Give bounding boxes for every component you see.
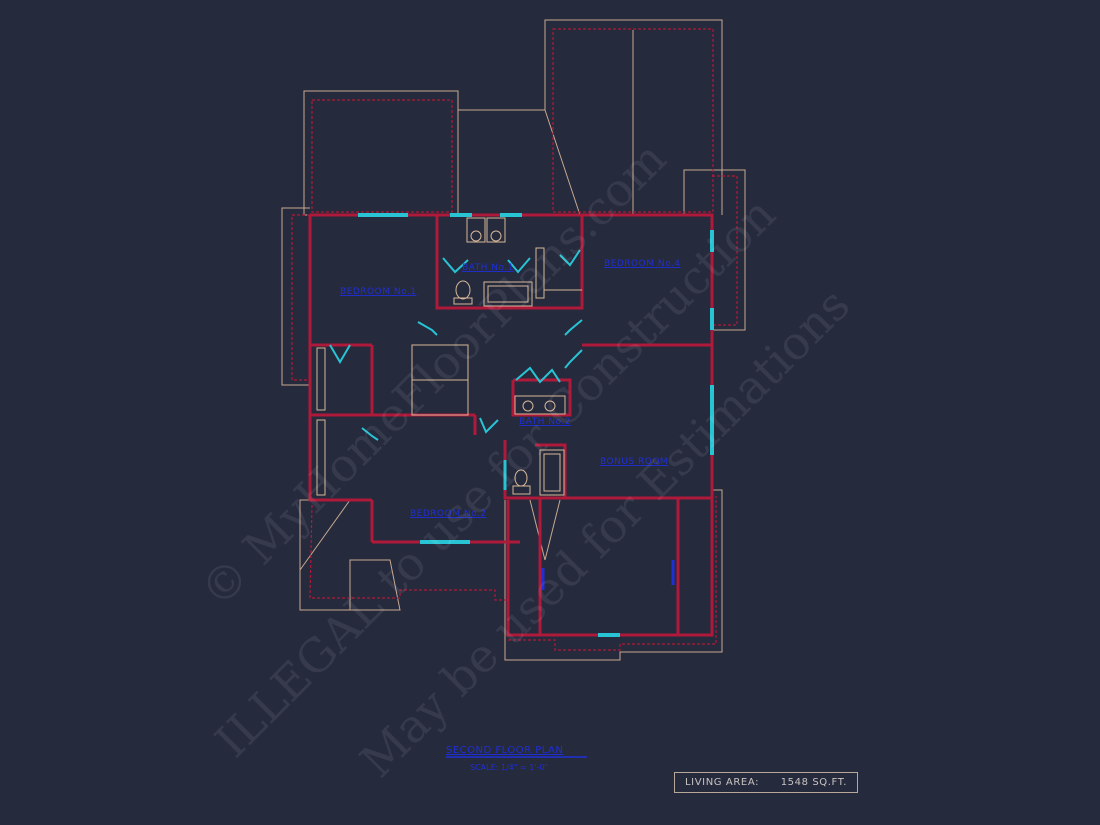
label-bedroom-4: BEDROOM No.4 <box>604 259 681 269</box>
label-bonus-room: BONUS ROOM <box>600 457 668 467</box>
walls <box>308 213 714 637</box>
living-area-box: LIVING AREA: 1548 SQ.FT. <box>674 772 858 793</box>
label-bedroom-2: BEDROOM No.2 <box>410 509 487 519</box>
plan-scale: SCALE: 1/4" = 1'-0" <box>470 763 548 772</box>
roof-dashes <box>291 28 738 651</box>
living-area-label: LIVING AREA: <box>685 777 760 788</box>
living-area-value: 1548 SQ.FT. <box>780 777 847 788</box>
windows-doors <box>329 213 714 637</box>
fixtures <box>316 217 582 496</box>
label-bath-2: BATH No.2 <box>519 417 571 427</box>
attic-access <box>541 560 675 590</box>
label-bedroom-1: BEDROOM No.1 <box>340 287 417 297</box>
plan-title: SECOND FLOOR PLAN <box>446 745 563 756</box>
roof-outlines <box>281 19 746 661</box>
label-bath-1: BATH No.1 <box>462 263 514 273</box>
